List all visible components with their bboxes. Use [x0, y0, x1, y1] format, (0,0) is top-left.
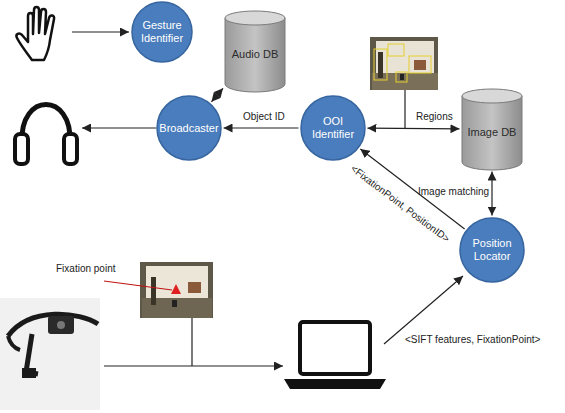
node-label: Gesture Identifier: [131, 19, 193, 45]
node-label: OOI Identifier: [300, 115, 366, 141]
laptop-icon: [284, 322, 386, 389]
regions-tick: [404, 90, 405, 128]
photo-tick: [191, 318, 192, 366]
connector-arrow: [367, 128, 459, 130]
connector-arrow: [224, 127, 299, 128]
video-arrow: [104, 365, 283, 366]
features-arrow: [384, 276, 463, 344]
signal-label: <SIFT features, FixationPoint>: [405, 334, 540, 346]
database-cylinder: Image DB: [461, 88, 523, 170]
fixation-photo: [140, 262, 213, 318]
callout-label: Fixation point: [56, 263, 115, 275]
fixation-leader: [104, 281, 172, 290]
edge-label: <FixationPoint, PositionID>: [348, 163, 452, 245]
connector-arrow: [211, 88, 223, 102]
process-circle: Gesture Identifier: [131, 1, 193, 63]
edge-label: Image matching: [418, 186, 489, 198]
edge-label: Regions: [416, 111, 453, 123]
node-label: Broadcaster: [156, 122, 221, 135]
regions-photo: [370, 37, 438, 90]
hand-icon: [16, 7, 54, 60]
connector-arrow: [491, 172, 492, 216]
eye-tracker-photo: [0, 298, 100, 410]
edge-label: Object ID: [243, 111, 285, 123]
process-circle: Broadcaster: [156, 95, 222, 161]
gesture-arrow: [72, 31, 129, 32]
headphones-icon: [15, 105, 77, 165]
audio-out-arrow: [82, 127, 156, 128]
node-label: Audio DB: [229, 42, 281, 61]
database-cylinder: Audio DB: [224, 10, 286, 92]
node-label: Position Locator: [459, 237, 525, 263]
process-circle: Position Locator: [459, 217, 525, 283]
process-circle: OOI Identifier: [300, 95, 366, 161]
node-label: Image DB: [465, 120, 520, 139]
